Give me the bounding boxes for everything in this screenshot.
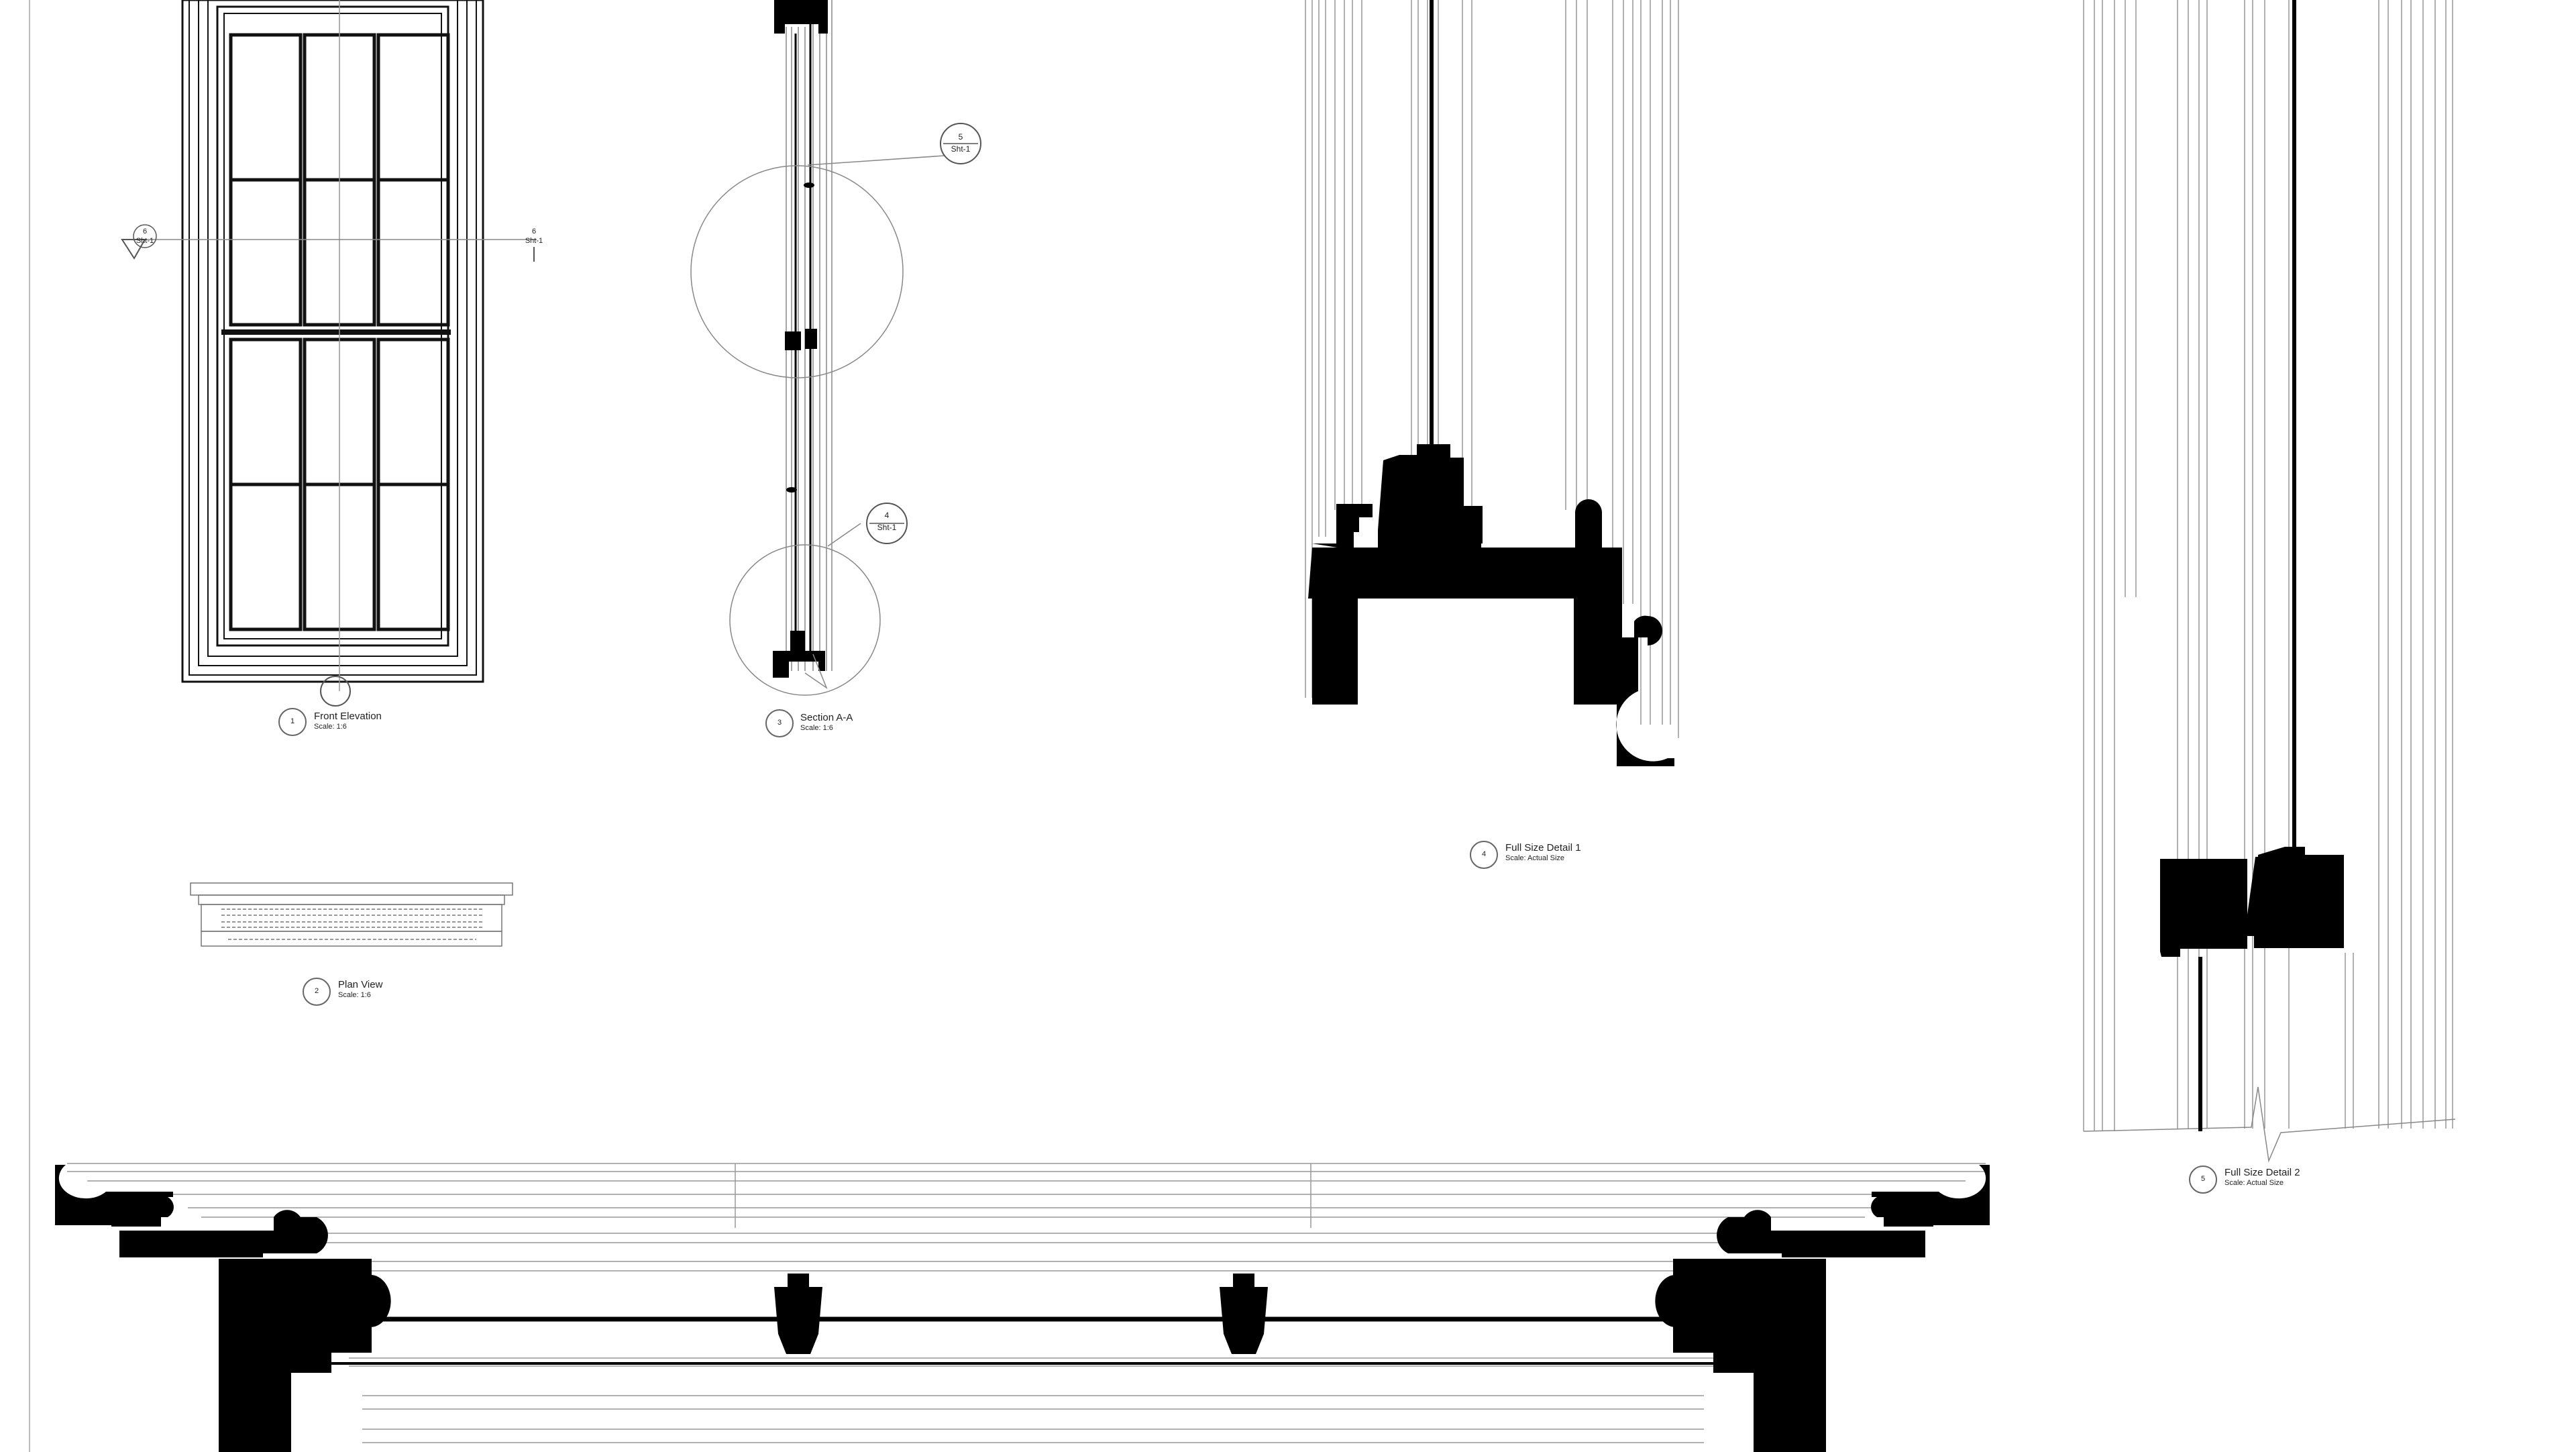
view-2-marker bbox=[303, 978, 331, 1006]
section-callout-left-number: 6 bbox=[142, 227, 148, 236]
detail-5-callout-sheet: Sht-1 bbox=[951, 144, 971, 154]
view-4-marker bbox=[1470, 841, 1498, 869]
detail-2-drawing bbox=[2083, 0, 2456, 1163]
detail-4-callout-sheet: Sht-1 bbox=[877, 523, 897, 532]
section-callout-left-sheet: Sht-1 bbox=[136, 237, 154, 245]
front-elevation-drawing bbox=[121, 0, 537, 707]
view-2-number: 2 bbox=[314, 987, 319, 995]
section-callout-right-number: 6 bbox=[531, 227, 537, 236]
detail-1-drawing bbox=[1305, 0, 1679, 766]
view-4-title: Full Size Detail 1 bbox=[1505, 842, 1581, 853]
view-5-marker bbox=[2189, 1165, 2217, 1194]
view-1-marker bbox=[278, 708, 307, 736]
view-4-scale: Scale: Actual Size bbox=[1505, 854, 1565, 862]
view-5-number: 5 bbox=[2200, 1175, 2206, 1183]
view-5-scale: Scale: Actual Size bbox=[2224, 1179, 2284, 1187]
section-callout-right-sheet: Sht-1 bbox=[525, 237, 543, 245]
detail-4-callout-number: 4 bbox=[884, 511, 890, 520]
detail-4-callout-bubble bbox=[866, 503, 908, 544]
view-1-title: Front Elevation bbox=[314, 711, 382, 722]
view-1-number: 1 bbox=[290, 717, 295, 725]
view-4-number: 4 bbox=[1481, 850, 1487, 858]
view-3-title: Section A-A bbox=[800, 712, 853, 723]
view-3-number: 3 bbox=[777, 719, 782, 727]
bottom-section-drawing bbox=[55, 1163, 1990, 1452]
view-2-title: Plan View bbox=[338, 979, 383, 990]
plan-view-drawing bbox=[190, 882, 513, 947]
view-3-marker bbox=[765, 709, 794, 737]
view-3-scale: Scale: 1:6 bbox=[800, 724, 833, 732]
view-5-title: Full Size Detail 2 bbox=[2224, 1167, 2300, 1178]
section-aa-drawing bbox=[690, 0, 945, 696]
view-1-scale: Scale: 1:6 bbox=[314, 723, 347, 731]
view-2-scale: Scale: 1:6 bbox=[338, 991, 371, 999]
detail-5-callout-bubble bbox=[940, 123, 981, 164]
detail-5-callout-number: 5 bbox=[958, 132, 963, 142]
